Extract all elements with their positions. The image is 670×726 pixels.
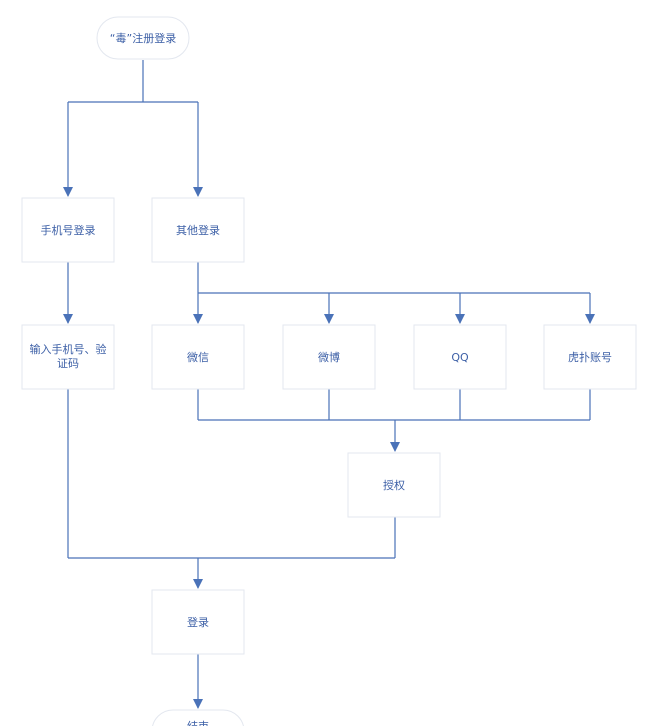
node-qq-label: QQ [451, 351, 469, 364]
node-input-phone: 输入手机号、验证码 [21, 324, 115, 390]
node-hupu: 虎扑账号 [543, 324, 637, 390]
node-other-login-label: 其他登录 [176, 223, 220, 237]
node-qq: QQ [413, 324, 507, 390]
node-weibo-label: 微博 [318, 350, 340, 364]
node-phone-login-shape [21, 197, 115, 263]
node-end-shape [152, 709, 244, 726]
node-wechat-shape [151, 324, 245, 390]
node-hupu-label: 虎扑账号 [568, 350, 612, 364]
node-other-login-shape [151, 197, 245, 263]
node-wechat-label: 微信 [187, 350, 209, 364]
node-authorize: 授权 [347, 452, 441, 518]
node-end: 结束 [152, 709, 244, 726]
node-wechat: 微信 [151, 324, 245, 390]
node-authorize-shape [347, 452, 441, 518]
node-phone-login: 手机号登录 [21, 197, 115, 263]
node-login-shape [151, 589, 245, 655]
node-weibo: 微博 [282, 324, 376, 390]
node-hupu-shape [543, 324, 637, 390]
node-start-shape [96, 16, 190, 60]
node-input-phone-label: 输入手机号、验证码 [29, 343, 107, 370]
node-weibo-shape [282, 324, 376, 390]
node-start-label: “毒”注册登录 [110, 31, 176, 45]
node-other-login: 其他登录 [151, 197, 245, 263]
node-login: 登录 [151, 589, 245, 655]
node-phone-login-label: 手机号登录 [41, 223, 96, 237]
edges [63, 60, 595, 709]
node-authorize-label: 授权 [383, 478, 405, 492]
node-login-label: 登录 [187, 615, 209, 629]
node-input-phone-shape [21, 324, 115, 390]
node-end-label: 结束 [187, 720, 209, 726]
node-qq-shape [413, 324, 507, 390]
node-start: “毒”注册登录 [96, 16, 190, 60]
node-input-phone-fo: 输入手机号、验证码 [29, 343, 107, 370]
